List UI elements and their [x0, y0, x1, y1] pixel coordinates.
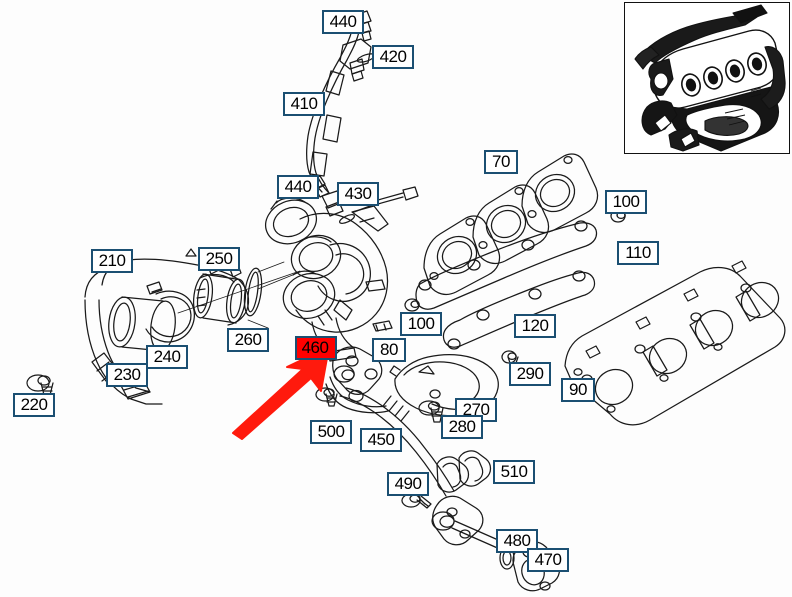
callout-450[interactable]: 450	[360, 428, 402, 452]
callout-460[interactable]: 460	[295, 336, 337, 360]
callout-label-text: 460	[301, 338, 329, 357]
callout-label-text: 480	[503, 531, 531, 550]
callout-80[interactable]: 80	[372, 338, 406, 362]
callout-label-text: 420	[379, 47, 407, 66]
callout-260[interactable]: 260	[227, 328, 269, 352]
callout-label-text: 80	[380, 340, 398, 359]
callout-110[interactable]: 110	[617, 241, 659, 265]
callout-250[interactable]: 250	[198, 247, 240, 271]
callout-label-text: 90	[569, 380, 587, 399]
callout-280[interactable]: 280	[441, 415, 483, 439]
callout-440[interactable]: 440	[277, 175, 319, 199]
callout-label-text: 260	[234, 330, 262, 349]
callout-label-text: 500	[317, 422, 345, 441]
callout-500[interactable]: 500	[310, 420, 352, 444]
callout-label-text: 100	[407, 314, 435, 333]
callout-label-text: 490	[394, 474, 422, 493]
callout-label-text: 450	[367, 430, 395, 449]
callout-120[interactable]: 120	[514, 314, 556, 338]
callout-label-text: 440	[284, 177, 312, 196]
callout-label-text: 510	[500, 462, 528, 481]
callout-100[interactable]: 100	[400, 312, 442, 336]
callout-470[interactable]: 470	[527, 548, 569, 572]
callout-label-text: 220	[20, 395, 48, 414]
callout-label-text: 230	[113, 365, 141, 384]
callout-label-text: 290	[516, 364, 544, 383]
callout-label-text: 240	[153, 347, 181, 366]
callout-430[interactable]: 430	[337, 182, 379, 206]
callout-510[interactable]: 510	[493, 460, 535, 484]
callout-label-text: 250	[205, 249, 233, 268]
callout-label-text: 280	[448, 417, 476, 436]
callout-410[interactable]: 410	[283, 92, 325, 116]
callout-240[interactable]: 240	[146, 345, 188, 369]
engine-assembly-thumbnail	[624, 2, 790, 154]
red-pointer-arrow	[232, 346, 330, 440]
callout-label-text: 470	[534, 550, 562, 569]
callout-220[interactable]: 220	[13, 393, 55, 417]
callout-420[interactable]: 420	[372, 45, 414, 69]
callout-label-text: 70	[492, 152, 510, 171]
callout-210[interactable]: 210	[91, 249, 133, 273]
callout-label-text: 210	[98, 251, 126, 270]
callout-100[interactable]: 100	[605, 190, 647, 214]
callout-290[interactable]: 290	[509, 362, 551, 386]
callout-440[interactable]: 440	[322, 10, 364, 34]
callout-70[interactable]: 70	[484, 150, 518, 174]
callout-490[interactable]: 490	[387, 472, 429, 496]
callout-230[interactable]: 230	[106, 363, 148, 387]
callout-label-text: 120	[521, 316, 549, 335]
callout-label-text: 430	[344, 184, 372, 203]
callout-label-text: 270	[462, 400, 490, 419]
callout-label-text: 410	[290, 94, 318, 113]
callout-label-text: 110	[625, 243, 651, 262]
callout-90[interactable]: 90	[561, 378, 595, 402]
callout-label-text: 100	[612, 192, 640, 211]
callout-label-text: 440	[329, 12, 357, 31]
